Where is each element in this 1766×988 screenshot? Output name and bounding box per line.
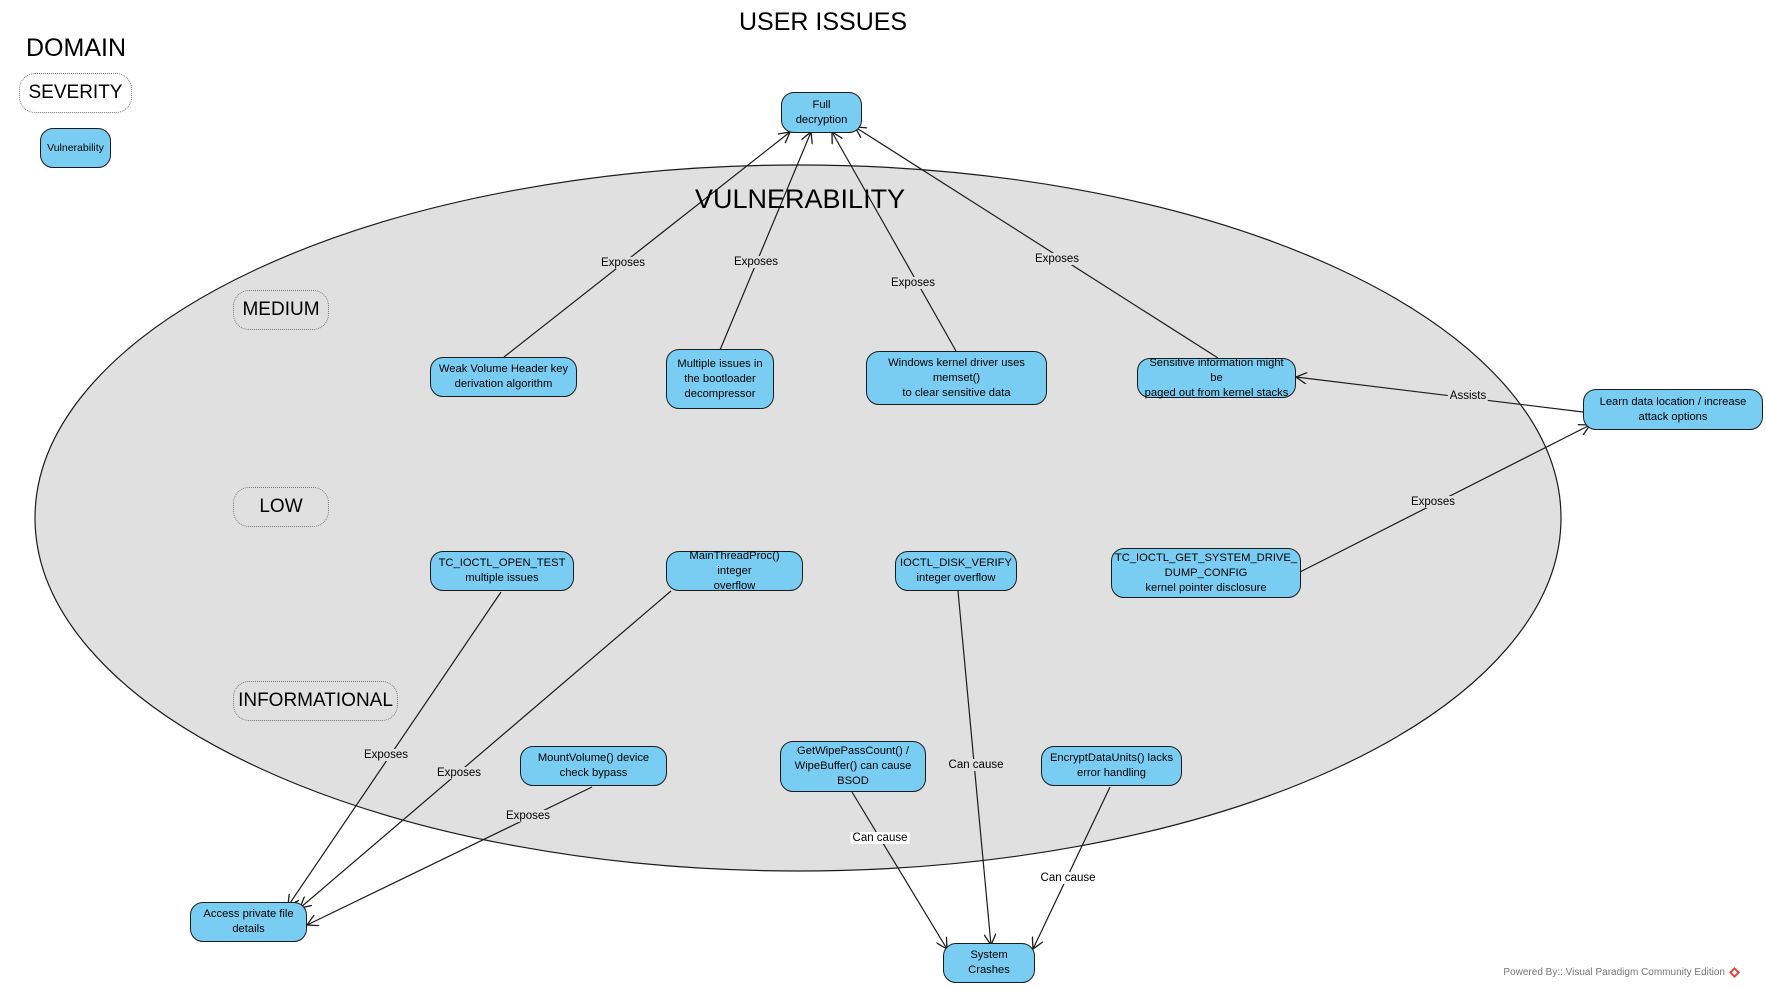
node-disk-verify-overflow-label: IOCTL_DISK_VERIFY integer overflow bbox=[900, 557, 1012, 584]
edge-label-exposes: Exposes bbox=[503, 810, 553, 822]
node-dump-config-disclosure[interactable]: TC_IOCTL_GET_SYSTEM_DRIVE_ DUMP_CONFIG k… bbox=[1111, 548, 1301, 598]
node-kernel-memset-label: Windows kernel driver uses memset() to c… bbox=[888, 356, 1025, 399]
node-mainthread-overflow-label: MainThreadProc() integer overflow bbox=[689, 549, 780, 592]
edge-label-can-cause: Can cause bbox=[850, 832, 910, 844]
edge-paged-out-to-full-decryption bbox=[855, 127, 1219, 359]
edge-label-assists: Assists bbox=[1447, 390, 1489, 402]
node-open-test-issues[interactable]: TC_IOCTL_OPEN_TEST multiple issues bbox=[430, 551, 574, 591]
visual-paradigm-logo-icon bbox=[1729, 967, 1740, 978]
node-weak-volume-header-label: Weak Volume Header key derivation algori… bbox=[438, 363, 569, 390]
vulnerability-region-title: VULNERABILITY bbox=[695, 184, 906, 214]
legend-severity-label: SEVERITY bbox=[28, 82, 123, 103]
node-full-decryption-label: Full decryption bbox=[795, 98, 848, 126]
edge-label-exposes: Exposes bbox=[888, 277, 938, 289]
legend-domain-label: DOMAIN bbox=[26, 34, 126, 62]
edge-wipe-pass-to-system-crashes bbox=[851, 791, 947, 949]
severity-low: LOW bbox=[233, 487, 329, 527]
node-dump-config-disclosure-label: TC_IOCTL_GET_SYSTEM_DRIVE_ DUMP_CONFIG k… bbox=[1114, 551, 1298, 594]
edge-label-exposes: Exposes bbox=[731, 256, 781, 268]
node-disk-verify-overflow[interactable]: IOCTL_DISK_VERIFY integer overflow bbox=[895, 551, 1017, 591]
node-system-crashes[interactable]: System Crashes bbox=[943, 943, 1035, 983]
node-wipe-pass-bsod[interactable]: GetWipePassCount() / WipeBuffer() can ca… bbox=[780, 741, 926, 792]
edge-label-can-cause: Can cause bbox=[1038, 872, 1098, 884]
edge-memset-to-full-decryption bbox=[832, 132, 957, 352]
node-kernel-memset[interactable]: Windows kernel driver uses memset() to c… bbox=[866, 351, 1047, 405]
node-access-private-file-label: Access private file details bbox=[203, 908, 294, 935]
edge-learn-data-to-paged-out bbox=[1296, 377, 1584, 413]
node-system-crashes-label: System Crashes bbox=[968, 949, 1010, 976]
node-open-test-issues-label: TC_IOCTL_OPEN_TEST multiple issues bbox=[438, 557, 566, 584]
node-encrypt-data-units-label: EncryptDataUnits() lacks error handling bbox=[1049, 752, 1174, 779]
edge-weak-header-to-full-decryption bbox=[503, 132, 790, 358]
edge-label-exposes: Exposes bbox=[434, 767, 484, 779]
node-weak-volume-header[interactable]: Weak Volume Header key derivation algori… bbox=[430, 357, 577, 397]
node-learn-data-location[interactable]: Learn data location / increase attack op… bbox=[1583, 389, 1763, 430]
vulnerability-region bbox=[34, 164, 1562, 872]
edge-label-exposes: Exposes bbox=[1408, 496, 1458, 508]
edge-encrypt-units-to-system-crashes bbox=[1033, 786, 1111, 949]
edge-label-can-cause: Can cause bbox=[946, 759, 1006, 771]
edge-label-exposes: Exposes bbox=[1032, 253, 1082, 265]
node-paged-out-kernel-stacks-label: Sensitive information might be paged out… bbox=[1144, 356, 1289, 399]
node-paged-out-kernel-stacks[interactable]: Sensitive information might be paged out… bbox=[1137, 356, 1296, 399]
severity-medium-label: MEDIUM bbox=[242, 299, 320, 320]
node-mainthread-overflow[interactable]: MainThreadProc() integer overflow bbox=[666, 549, 803, 592]
node-mount-volume-bypass-label: MountVolume() device check bypass bbox=[537, 752, 650, 779]
node-encrypt-data-units[interactable]: EncryptDataUnits() lacks error handling bbox=[1041, 746, 1182, 786]
node-mount-volume-bypass[interactable]: MountVolume() device check bypass bbox=[520, 746, 667, 786]
edge-label-exposes: Exposes bbox=[598, 257, 648, 269]
edge-label-exposes: Exposes bbox=[361, 749, 411, 761]
node-access-private-file[interactable]: Access private file details bbox=[190, 902, 307, 942]
edge-bootloader-to-full-decryption bbox=[719, 132, 811, 351]
node-full-decryption[interactable]: Full decryption bbox=[781, 92, 862, 133]
severity-low-label: LOW bbox=[259, 496, 303, 517]
node-bootloader-decompressor-label: Multiple issues in the bootloader decomp… bbox=[677, 357, 763, 400]
legend-vulnerability-label: Vulnerability bbox=[47, 141, 104, 154]
legend-severity-tag: SEVERITY bbox=[19, 73, 132, 113]
node-bootloader-decompressor[interactable]: Multiple issues in the bootloader decomp… bbox=[666, 349, 774, 409]
node-wipe-pass-bsod-label: GetWipePassCount() / WipeBuffer() can ca… bbox=[794, 745, 912, 787]
node-learn-data-location-label: Learn data location / increase attack op… bbox=[1599, 395, 1747, 423]
severity-informational-label: INFORMATIONAL bbox=[238, 690, 393, 711]
legend-vulnerability-node[interactable]: Vulnerability bbox=[40, 128, 111, 168]
page-title: USER ISSUES bbox=[739, 8, 908, 36]
footer-powered-by: Powered By:: Visual Paradigm Community E… bbox=[1503, 967, 1740, 978]
severity-informational: INFORMATIONAL bbox=[233, 681, 398, 721]
edge-mainthread-to-access-private bbox=[300, 590, 672, 908]
footer-text: Powered By:: Visual Paradigm Community E… bbox=[1503, 967, 1725, 978]
severity-medium: MEDIUM bbox=[233, 290, 329, 330]
